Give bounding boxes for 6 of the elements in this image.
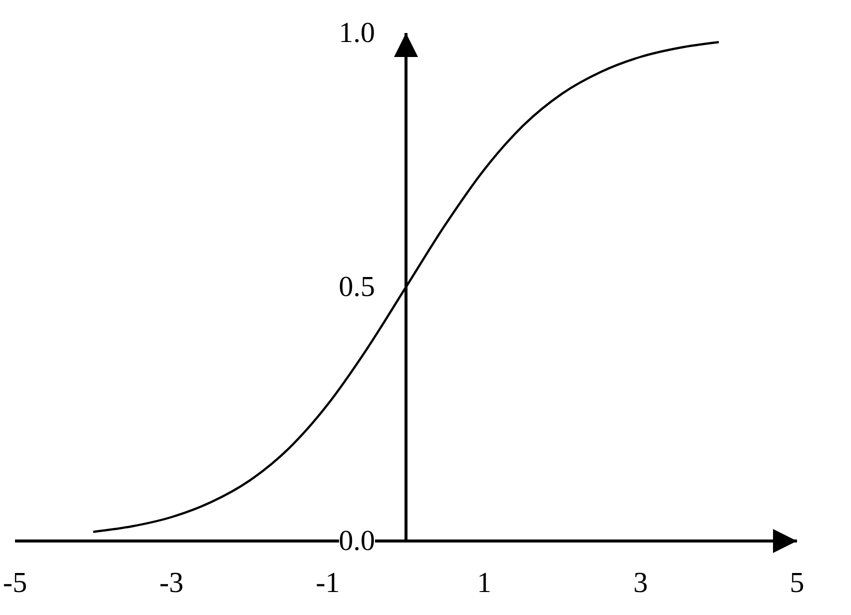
x-tick-label: 1 — [476, 568, 492, 598]
x-tick-label: 5 — [790, 568, 804, 598]
x-tick-label: -5 — [2, 568, 28, 598]
x-tick-label: -3 — [159, 568, 184, 598]
x-tick-label: -1 — [316, 568, 340, 598]
x-tick-label: 3 — [633, 568, 648, 598]
